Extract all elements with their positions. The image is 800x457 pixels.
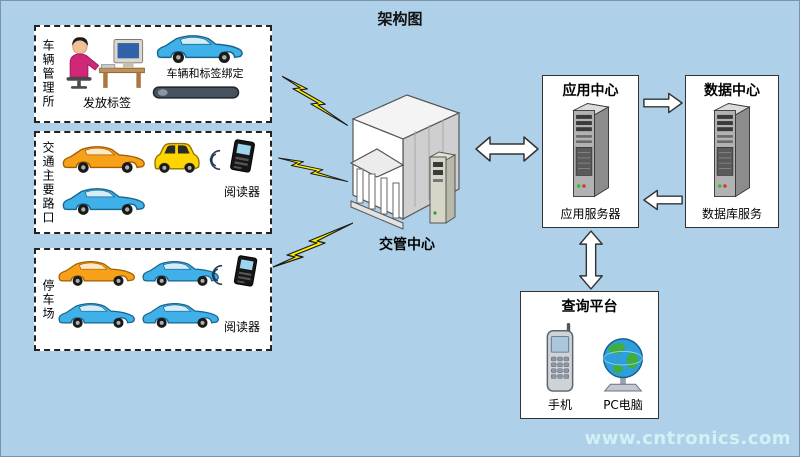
database-service-label: 数据库服务 bbox=[701, 207, 762, 221]
blue-car-icon bbox=[56, 300, 136, 329]
binding-label: 车辆和标签绑定 bbox=[166, 67, 244, 80]
orange-car-icon bbox=[60, 143, 146, 174]
pc-label: PC电脑 bbox=[603, 398, 643, 412]
vehicle-office-side-label: 车辆管理所 bbox=[41, 39, 55, 109]
app-center-group: 应用中心 应用服务器 bbox=[542, 75, 639, 228]
app-server-label: 应用服务器 bbox=[560, 207, 621, 221]
application-server-icon bbox=[566, 100, 616, 200]
intersections-group: 交通主要路口 bbox=[34, 131, 272, 234]
data-center-title: 数据中心 bbox=[704, 83, 760, 99]
parking-side-label: 停车场 bbox=[41, 278, 55, 321]
double-arrow-horizontal-icon bbox=[475, 134, 539, 164]
lightning-bolt-icon bbox=[276, 72, 354, 128]
wifi-signal-icon bbox=[204, 147, 226, 173]
mobile-phone-icon bbox=[539, 322, 581, 394]
reader-label: 阅读器 bbox=[223, 320, 260, 334]
arrow-left-icon bbox=[642, 188, 684, 212]
site-watermark: www.cntronics.com bbox=[584, 428, 791, 449]
intersections-side-label: 交通主要路口 bbox=[41, 140, 55, 225]
globe-pc-icon bbox=[595, 334, 651, 394]
rfid-reader-icon bbox=[230, 252, 262, 290]
arrow-right-icon bbox=[642, 91, 684, 115]
orange-car-icon bbox=[56, 258, 136, 287]
lightning-bolt-icon bbox=[274, 143, 352, 195]
blue-car-icon bbox=[140, 300, 220, 329]
workstation-tower-icon bbox=[425, 149, 459, 227]
rfid-reader-icon bbox=[226, 136, 260, 176]
issue-tag-label: 发放标签 bbox=[82, 96, 131, 110]
traffic-center-label: 交管中心 bbox=[379, 237, 435, 253]
parking-group: 停车场 bbox=[34, 248, 272, 351]
reader-label: 阅读器 bbox=[223, 185, 260, 199]
yellow-car-icon bbox=[150, 139, 204, 177]
phone-label: 手机 bbox=[547, 398, 572, 412]
blue-car-icon bbox=[154, 32, 244, 64]
wifi-signal-icon bbox=[206, 262, 228, 288]
query-platform-title: 查询平台 bbox=[561, 299, 618, 315]
vehicle-office-group: 车辆管理所 发放标签 bbox=[34, 25, 272, 123]
diagram-title: 架构图 bbox=[377, 10, 423, 28]
query-platform-group: 查询平台 bbox=[520, 291, 659, 419]
person-at-computer-icon bbox=[62, 31, 148, 91]
blue-car-icon bbox=[60, 185, 146, 216]
database-server-icon bbox=[707, 100, 757, 200]
lightning-bolt-icon bbox=[273, 221, 353, 271]
double-arrow-vertical-icon bbox=[577, 230, 605, 290]
rfid-tag-icon bbox=[152, 84, 240, 100]
data-center-group: 数据中心 数据库服务 bbox=[685, 75, 779, 228]
blue-car-icon bbox=[140, 258, 220, 287]
app-center-title: 应用中心 bbox=[562, 83, 619, 99]
